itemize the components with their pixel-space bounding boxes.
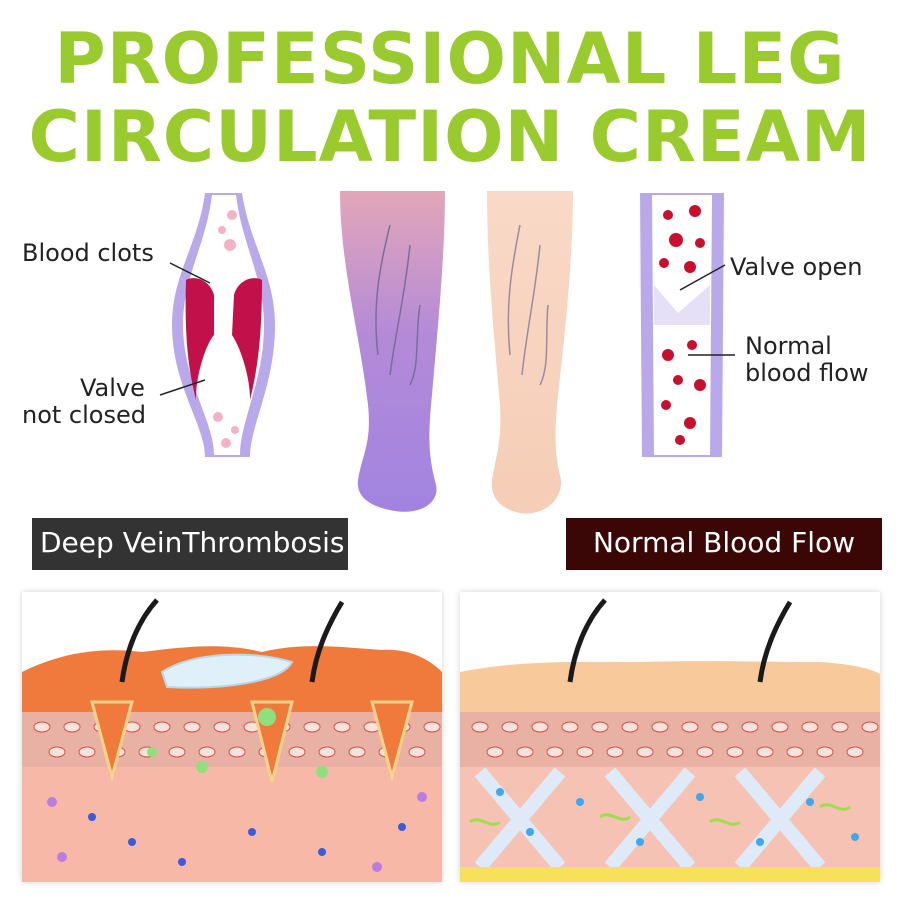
normal-flow-badge: Normal Blood Flow (566, 518, 882, 570)
healthy-leg-graphic (487, 191, 573, 514)
valve-label: Valve (80, 374, 145, 402)
healthy-skin-panel (460, 592, 880, 882)
healthy-vein-diagram (640, 193, 735, 457)
valve-open-label: Valve open (730, 253, 863, 281)
headline-line-2: CIRCULATION CREAM (28, 96, 872, 178)
normal-label: Normal (745, 332, 832, 360)
healthy-skin-illustration (460, 592, 880, 882)
diseased-vein-diagram (159, 193, 275, 457)
inflamed-skin-illustration (22, 592, 442, 882)
not-closed-label: not closed (22, 401, 146, 429)
blood-flow-label: blood flow (745, 359, 869, 387)
headline-line-1: PROFESSIONAL LEG (54, 18, 846, 100)
blood-clots-label: Blood clots (22, 239, 154, 267)
vein-leg-illustration (159, 191, 735, 514)
swollen-leg-graphic (340, 191, 445, 512)
inflamed-skin-panel (22, 592, 442, 882)
dvt-badge: Deep VeinThrombosis (32, 518, 348, 570)
